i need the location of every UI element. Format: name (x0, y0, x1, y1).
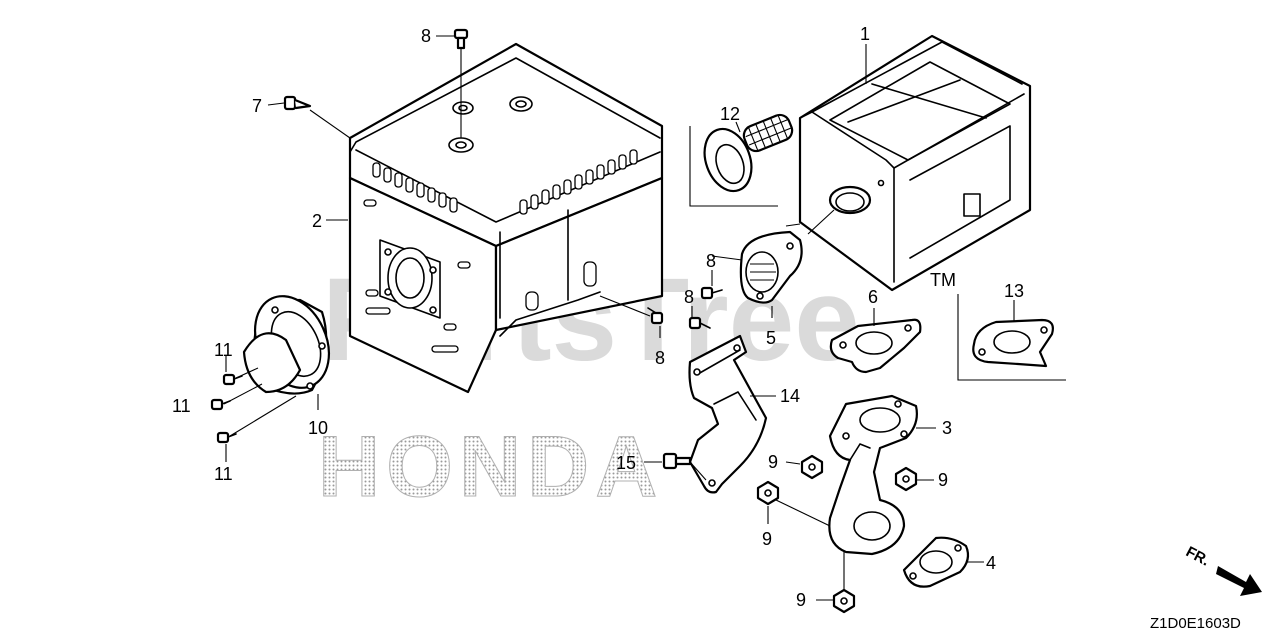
callout-9-a: 9 (768, 452, 778, 472)
muffler-protector (348, 42, 664, 394)
callout-9-c: 9 (938, 470, 948, 490)
nut-9-c (894, 466, 918, 492)
callout-9-b: 9 (762, 529, 772, 549)
nut-9-b (756, 480, 780, 506)
exhaust-outlet-cover (242, 295, 330, 395)
protector-bracket (688, 334, 768, 494)
callout-15: 15 (616, 453, 636, 473)
diagram-code: Z1D0E1603D (1150, 615, 1241, 632)
bolt-7 (283, 95, 312, 111)
muffler-deflector (739, 230, 803, 304)
callout-8-box-right: 8 (655, 348, 665, 368)
callout-1: 1 (860, 24, 870, 44)
callout-10: 10 (308, 418, 328, 438)
bolt-8-box-right (647, 307, 664, 325)
callout-11-b: 11 (172, 396, 191, 416)
callout-9-d: 9 (796, 590, 806, 610)
nut-9-d (832, 588, 856, 614)
front-label: FR. (1183, 543, 1212, 569)
leader-lines (223, 35, 1015, 601)
screw-11-b (210, 398, 231, 411)
trademark-mark: TM (930, 270, 956, 290)
callout-8-bracket: 8 (684, 287, 694, 307)
exhaust-pipe (828, 394, 918, 556)
gasket-4 (902, 536, 970, 588)
callout-2: 2 (312, 211, 322, 231)
muffler-body (798, 34, 1032, 292)
callout-12: 12 (720, 104, 740, 124)
bolt-15 (662, 452, 692, 470)
bolt-8-bracket (688, 316, 711, 330)
bolt-8-top (453, 28, 469, 50)
callout-14: 14 (780, 386, 800, 406)
callout-13: 13 (1004, 281, 1024, 301)
callout-3: 3 (942, 418, 952, 438)
callout-11-a: 11 (214, 340, 233, 360)
screw-11-c (216, 431, 237, 444)
callout-7: 7 (252, 96, 262, 116)
callout-5: 5 (766, 328, 776, 348)
callout-6: 6 (868, 287, 878, 307)
gasket-13 (957, 294, 1066, 381)
screw-11-a (222, 373, 243, 386)
callout-11-c: 11 (214, 464, 233, 484)
spark-arrester (689, 113, 794, 207)
callout-8-top: 8 (421, 26, 431, 46)
front-arrow-icon (1216, 566, 1262, 596)
front-direction-indicator: FR. (1183, 543, 1262, 596)
gasket-6 (829, 318, 922, 374)
callout-8-deflector: 8 (706, 251, 716, 271)
bolt-8-deflector (700, 286, 723, 300)
callout-labels: 1 2 3 4 5 6 7 8 8 8 8 9 9 9 9 10 11 11 1… (172, 24, 1024, 610)
nut-9-a (800, 454, 824, 480)
callout-4: 4 (986, 553, 996, 573)
honda-watermark: HONDA (318, 419, 663, 515)
